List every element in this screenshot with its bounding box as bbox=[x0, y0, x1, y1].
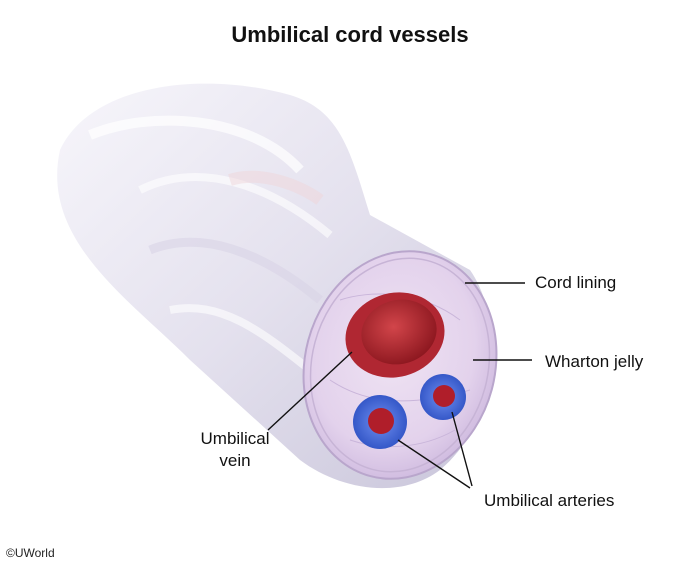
leader-lines bbox=[267, 282, 532, 489]
umbilical-artery-left bbox=[353, 395, 407, 449]
umbilical-vein-label-line2: vein bbox=[219, 451, 251, 470]
umbilical-vein-label: Umbilical vein bbox=[190, 428, 280, 472]
umbilical-artery-right bbox=[420, 374, 466, 420]
umbilical-vein-label-line1: Umbilical bbox=[200, 429, 270, 448]
wharton-jelly-label: Wharton jelly bbox=[545, 352, 644, 371]
umbilical-vein bbox=[345, 292, 445, 378]
diagram-title: Umbilical cord vessels bbox=[231, 22, 469, 47]
cord-lining-label: Cord lining bbox=[535, 273, 617, 292]
copyright-credit: ©UWorld bbox=[6, 546, 55, 560]
umbilical-arteries-label: Umbilical arteries bbox=[484, 491, 615, 510]
